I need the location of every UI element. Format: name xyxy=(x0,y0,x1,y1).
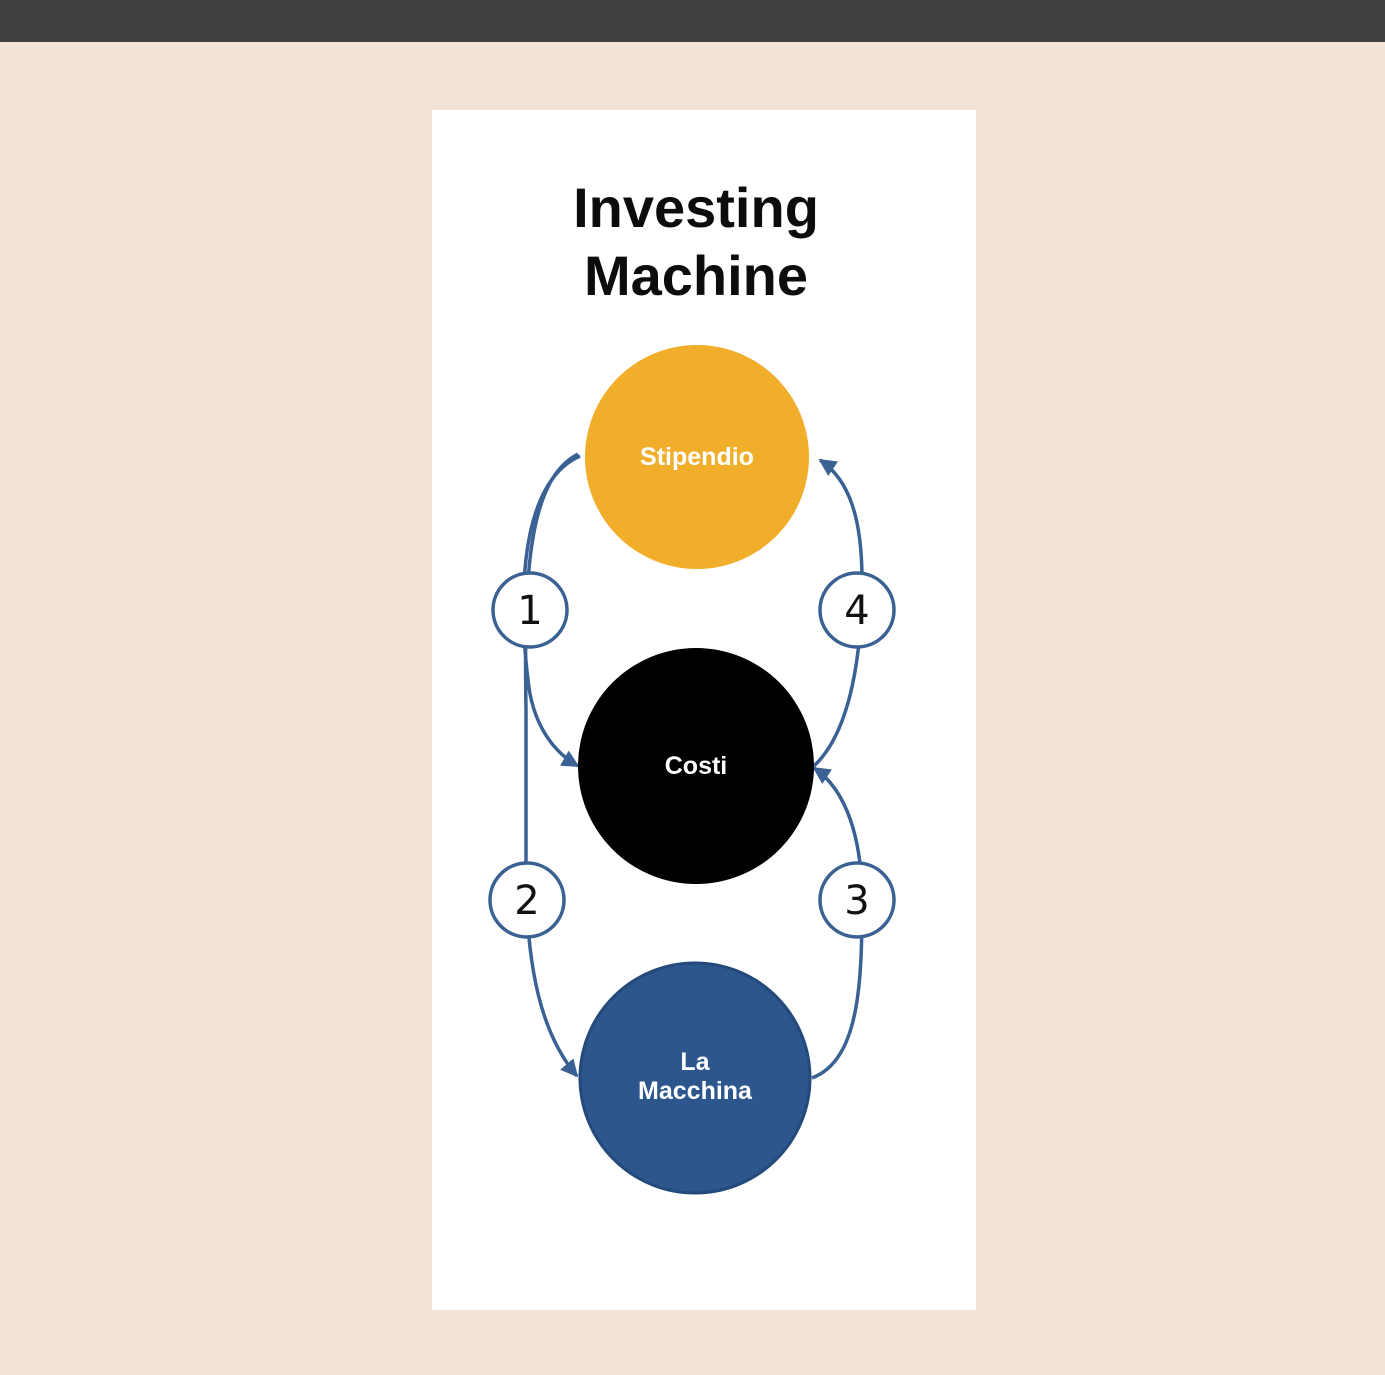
node-la-macchina xyxy=(578,961,812,1195)
node-costi xyxy=(578,648,814,884)
node-stipendio-label: Stipendio xyxy=(640,443,754,471)
step-badge-1 xyxy=(491,571,569,649)
node-la-macchina-label-line-1: La xyxy=(680,1048,710,1076)
step-badge-3 xyxy=(818,861,896,939)
node-la-macchina-label-line-2: Macchina xyxy=(638,1077,753,1105)
step-badge-2 xyxy=(488,861,566,939)
step-label-3: 3 xyxy=(844,878,869,924)
step-label-4: 4 xyxy=(844,588,869,634)
step-label-2: 2 xyxy=(514,878,539,924)
title-line-1: Investing xyxy=(573,176,819,239)
title-line-2: Machine xyxy=(583,244,809,307)
step-label-1: 1 xyxy=(517,588,542,634)
top-bar xyxy=(0,0,1385,42)
investing-machine-diagram: Stipendio Costi La Macchina 1 2 3 4 xyxy=(488,345,896,1195)
diagram-title: Investing Machine xyxy=(432,174,960,310)
arrow-stipendio-to-macchina xyxy=(523,452,579,1078)
step-badge-4 xyxy=(818,571,896,649)
node-stipendio xyxy=(585,345,809,569)
diagram-card: Investing Machine Stipendio Costi La Mac… xyxy=(432,110,976,1310)
node-costi-label: Costi xyxy=(665,752,728,780)
